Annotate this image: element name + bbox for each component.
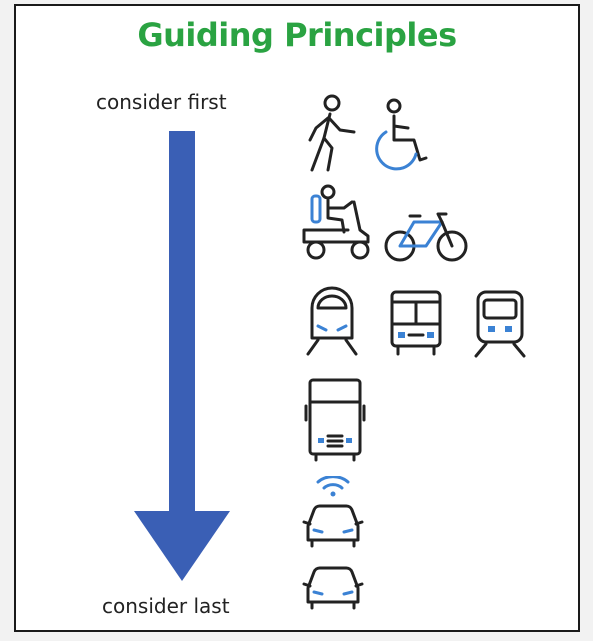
- diagram-title: Guiding Principles: [137, 16, 457, 54]
- light-rail-icon: [474, 290, 526, 358]
- high-speed-train-icon: [306, 286, 358, 356]
- priority-arrow: [134, 131, 230, 581]
- bicycle-icon: [384, 212, 468, 262]
- mobility-scooter-icon: [302, 184, 370, 260]
- consider-last-label: consider last: [102, 594, 230, 618]
- consider-first-label: consider first: [96, 90, 227, 114]
- pedestrian-icon: [308, 94, 356, 172]
- car-icon: [302, 566, 364, 610]
- wheelchair-user-icon: [375, 98, 428, 171]
- bus-icon: [390, 290, 442, 356]
- delivery-truck-icon: [304, 378, 366, 462]
- connected-car-icon: [302, 476, 364, 548]
- diagram-frame: Guiding Principles consider first consid…: [14, 4, 580, 632]
